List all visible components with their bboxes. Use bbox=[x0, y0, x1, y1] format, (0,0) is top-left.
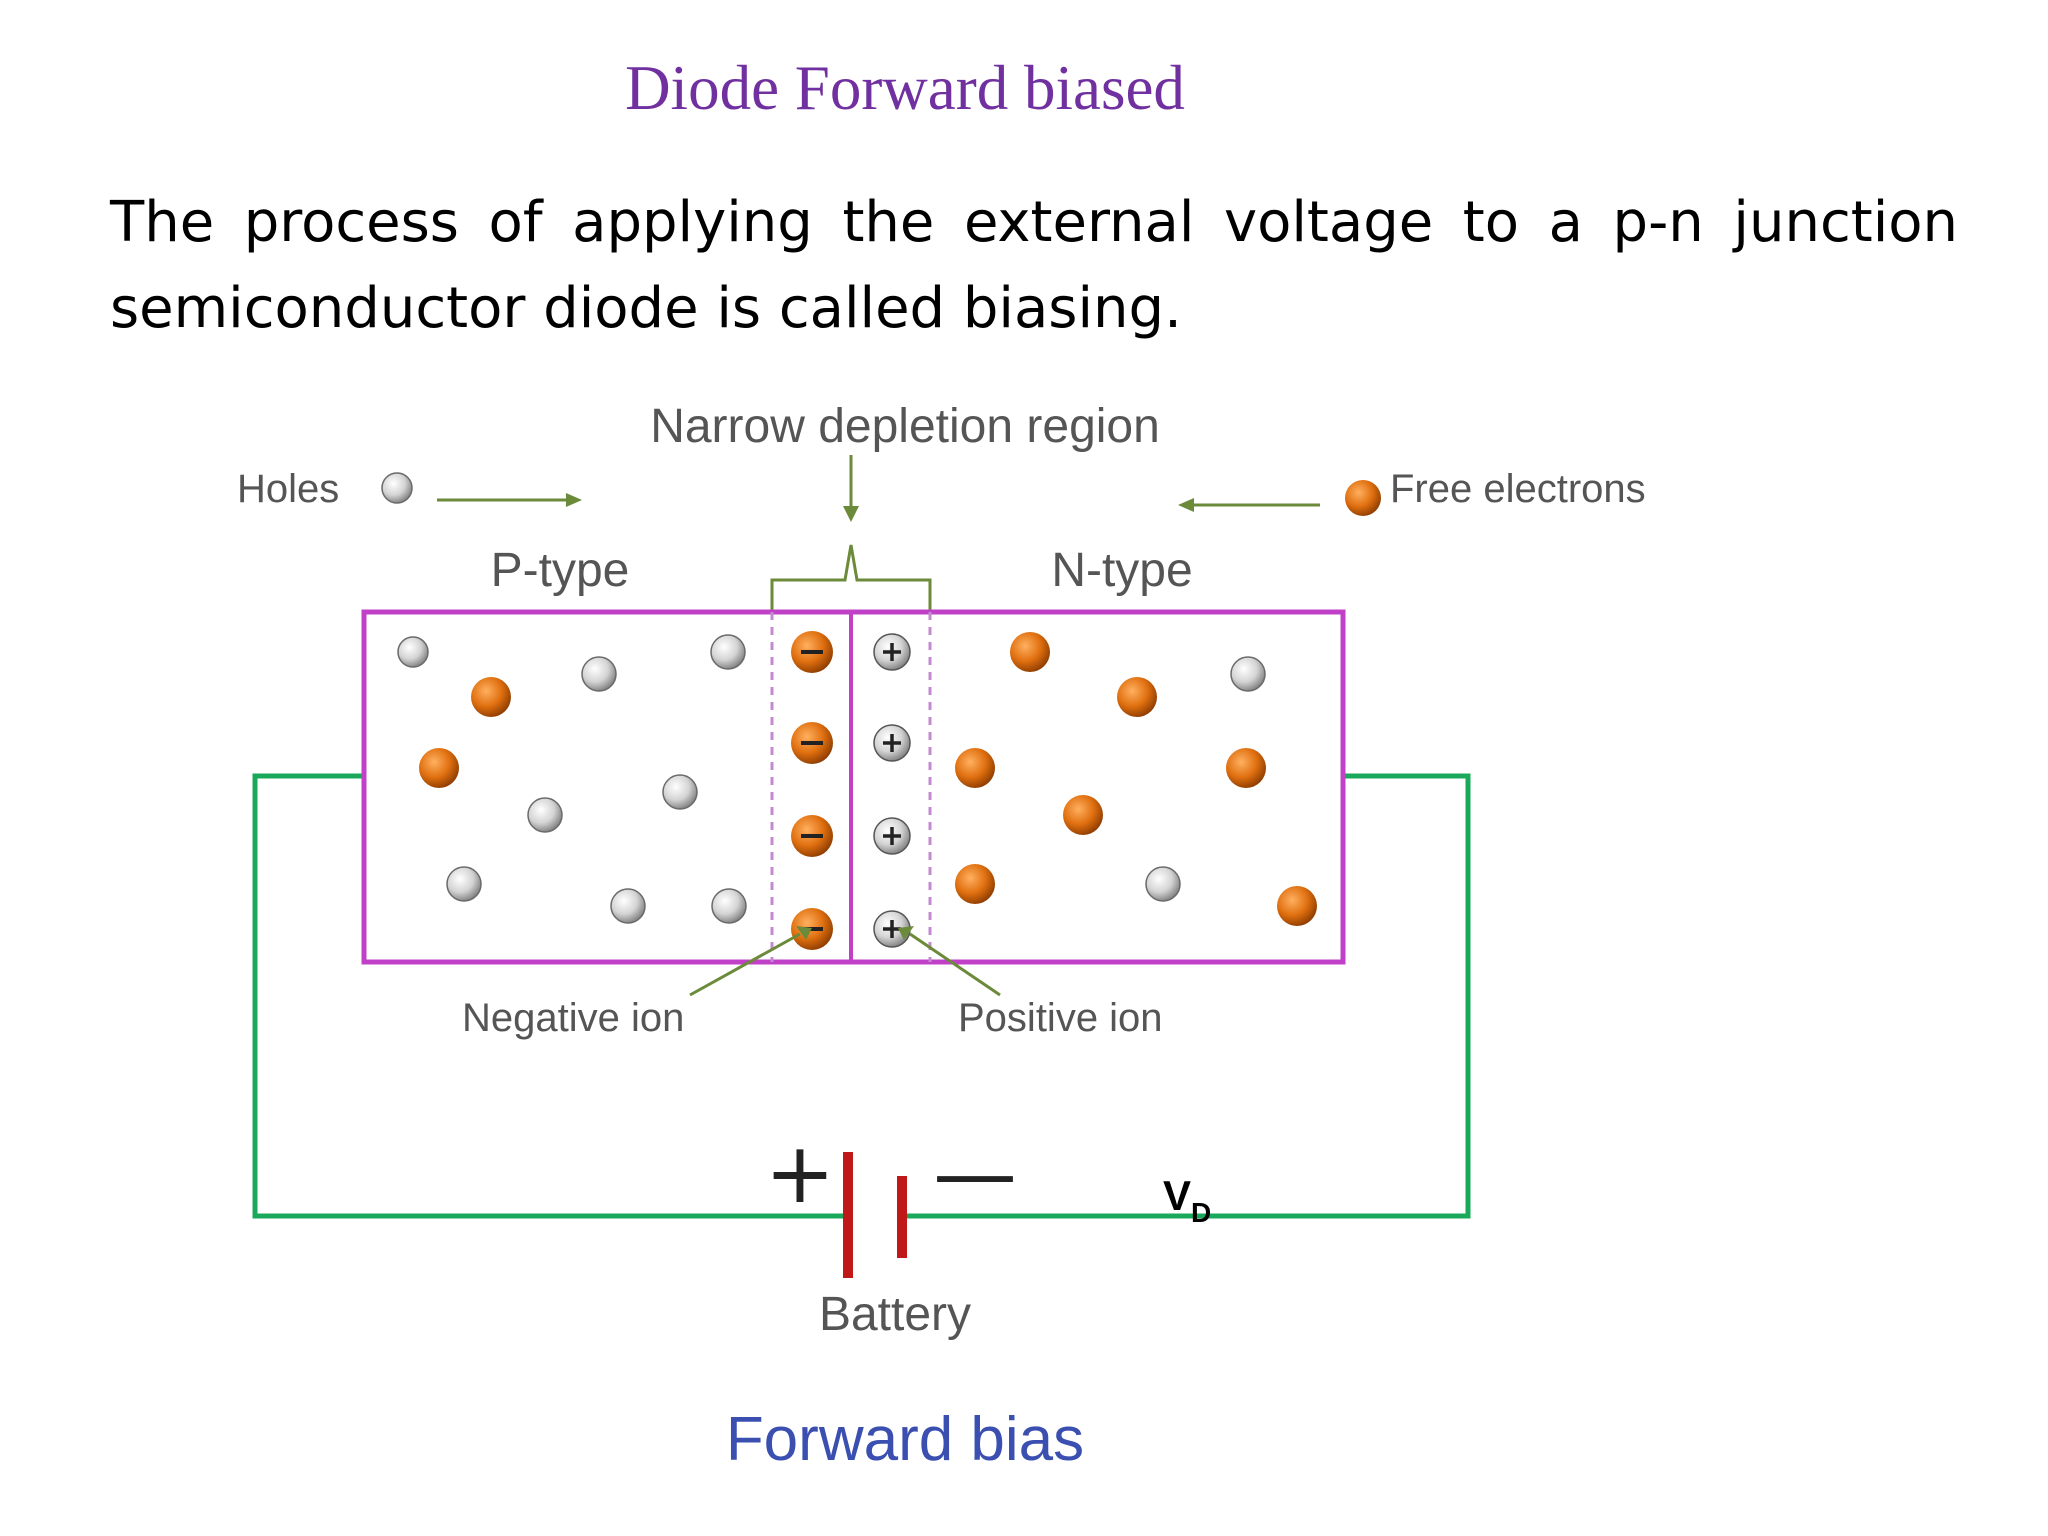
positive-ion bbox=[873, 724, 911, 762]
electron bbox=[1063, 795, 1103, 835]
p-n-junction-box bbox=[361, 609, 1346, 965]
holes-group bbox=[397, 634, 1266, 924]
hole bbox=[610, 888, 646, 924]
depletion-region-label: Narrow depletion region bbox=[650, 400, 1160, 453]
positive-ion bbox=[873, 817, 911, 855]
hole bbox=[711, 888, 747, 924]
slide-title: Diode Forward biased bbox=[625, 53, 1185, 123]
positive-ion-pointer-head bbox=[898, 926, 914, 940]
left-wire bbox=[252, 773, 843, 1219]
forward-bias-caption: Forward bias bbox=[726, 1405, 1084, 1474]
electron-legend-icon bbox=[1345, 480, 1381, 516]
negative-ion-pointer bbox=[689, 932, 801, 997]
hole bbox=[527, 797, 563, 833]
electron bbox=[1117, 677, 1157, 717]
slide-body-text: The process of applying the external vol… bbox=[110, 190, 1958, 341]
voltage-subscript: D bbox=[1191, 1197, 1211, 1228]
hole-legend-icon bbox=[381, 472, 413, 504]
holes-arrowhead bbox=[566, 493, 582, 507]
electron bbox=[471, 677, 511, 717]
positive-ion-label: Positive ion bbox=[958, 996, 1163, 1040]
depletion-brace bbox=[770, 544, 932, 612]
right-wire bbox=[902, 773, 1471, 1219]
positive-ions-group bbox=[873, 633, 911, 948]
electron bbox=[1277, 886, 1317, 926]
battery-label: Battery bbox=[819, 1288, 971, 1341]
battery-plus-sign: + bbox=[765, 1124, 835, 1222]
negative-ions-group bbox=[791, 631, 833, 950]
holes-label: Holes bbox=[237, 467, 339, 511]
negative-ion bbox=[791, 722, 833, 764]
positive-ion bbox=[873, 910, 911, 948]
negative-ion-pointer-head bbox=[796, 926, 812, 940]
negative-ion-label: Negative ion bbox=[462, 996, 684, 1040]
electron bbox=[955, 748, 995, 788]
negative-ion bbox=[791, 631, 833, 673]
electrons-arrowhead bbox=[1178, 498, 1194, 512]
electrons-group bbox=[419, 632, 1317, 926]
hole bbox=[1145, 866, 1181, 902]
depletion-arrowhead bbox=[843, 506, 859, 522]
negative-ion bbox=[791, 815, 833, 857]
electron bbox=[419, 748, 459, 788]
free-electrons-label: Free electrons bbox=[1390, 467, 1646, 511]
positive-ion-pointer bbox=[909, 932, 1001, 997]
hole bbox=[446, 866, 482, 902]
voltage-symbol: V bbox=[1163, 1172, 1191, 1219]
p-type-label: P-type bbox=[491, 544, 630, 597]
hole bbox=[710, 634, 746, 670]
electron bbox=[1226, 748, 1266, 788]
positive-ion bbox=[873, 633, 911, 671]
battery-minus-sign: — bbox=[933, 1124, 1017, 1222]
hole bbox=[1230, 656, 1266, 692]
hole bbox=[662, 774, 698, 810]
hole bbox=[581, 656, 617, 692]
n-type-label: N-type bbox=[1051, 544, 1192, 597]
diode-voltage-label: VD bbox=[1163, 1172, 1211, 1228]
negative-ion bbox=[791, 908, 833, 950]
electron bbox=[955, 864, 995, 904]
hole bbox=[397, 636, 429, 668]
electron bbox=[1010, 632, 1050, 672]
